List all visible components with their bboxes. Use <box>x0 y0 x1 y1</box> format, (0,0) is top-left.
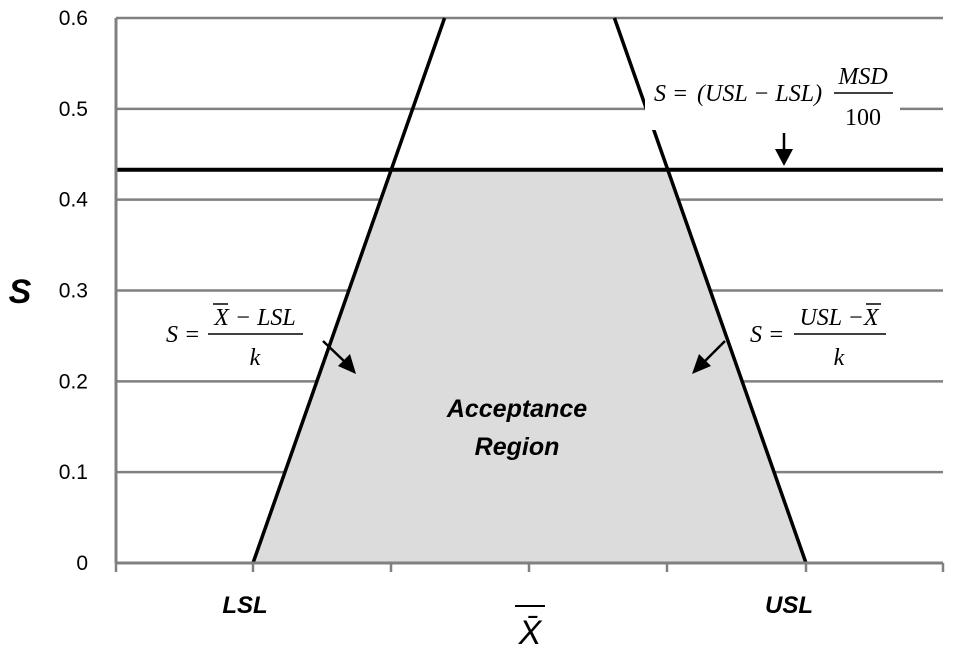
region-label-line1: Acceptance <box>446 395 587 423</box>
left-eq-den: k <box>250 345 261 371</box>
left-spec-line <box>251 17 447 564</box>
left-equation: S = X − LSL k <box>160 298 310 373</box>
left-arrow-head <box>338 354 356 374</box>
y-tick-label: 0.5 <box>59 98 88 121</box>
right-arrow-shaft <box>703 340 726 363</box>
x-category-lsl: LSL <box>222 592 267 619</box>
msd-eq-num: MSD <box>837 64 887 90</box>
x-category-usl: USL <box>765 592 813 619</box>
right-eq-den: k <box>834 345 845 371</box>
left-arrow-shaft <box>322 340 346 363</box>
msd-arrow-head <box>775 149 793 166</box>
y-tick-label: 0.6 <box>59 7 88 30</box>
x-axis-label: X̄ <box>518 614 543 652</box>
acceptance-region-fill <box>253 169 806 564</box>
y-tick-label: 0.2 <box>59 370 88 393</box>
right-eq-lhs: S = <box>750 322 784 348</box>
msd-eq-den: 100 <box>845 105 881 131</box>
y-tick-label: 0 <box>76 552 88 575</box>
y-tick-label: 0.3 <box>59 280 88 303</box>
right-eq-num: USL −X <box>799 305 879 331</box>
right-arrow-head <box>692 354 711 374</box>
right-equation: S = USL −X k <box>744 298 894 373</box>
y-axis-label: S <box>9 273 32 311</box>
x-axis-ticks <box>114 563 945 572</box>
y-tick-label: 0.4 <box>59 189 89 212</box>
msd-equation: S = (USL − LSL) MSD 100 <box>645 62 900 131</box>
msd-eq-paren: (USL − LSL) <box>697 81 822 107</box>
left-eq-lhs: S = <box>166 322 200 348</box>
y-tick-label: 0.1 <box>59 461 88 484</box>
region-label-line2: Region <box>475 433 560 461</box>
msd-eq-lhs: S = <box>654 81 688 107</box>
left-eq-num: X − LSL <box>213 305 296 331</box>
y-tick-labels: 0 0.1 0.2 0.3 0.4 0.5 0.6 <box>59 7 89 575</box>
